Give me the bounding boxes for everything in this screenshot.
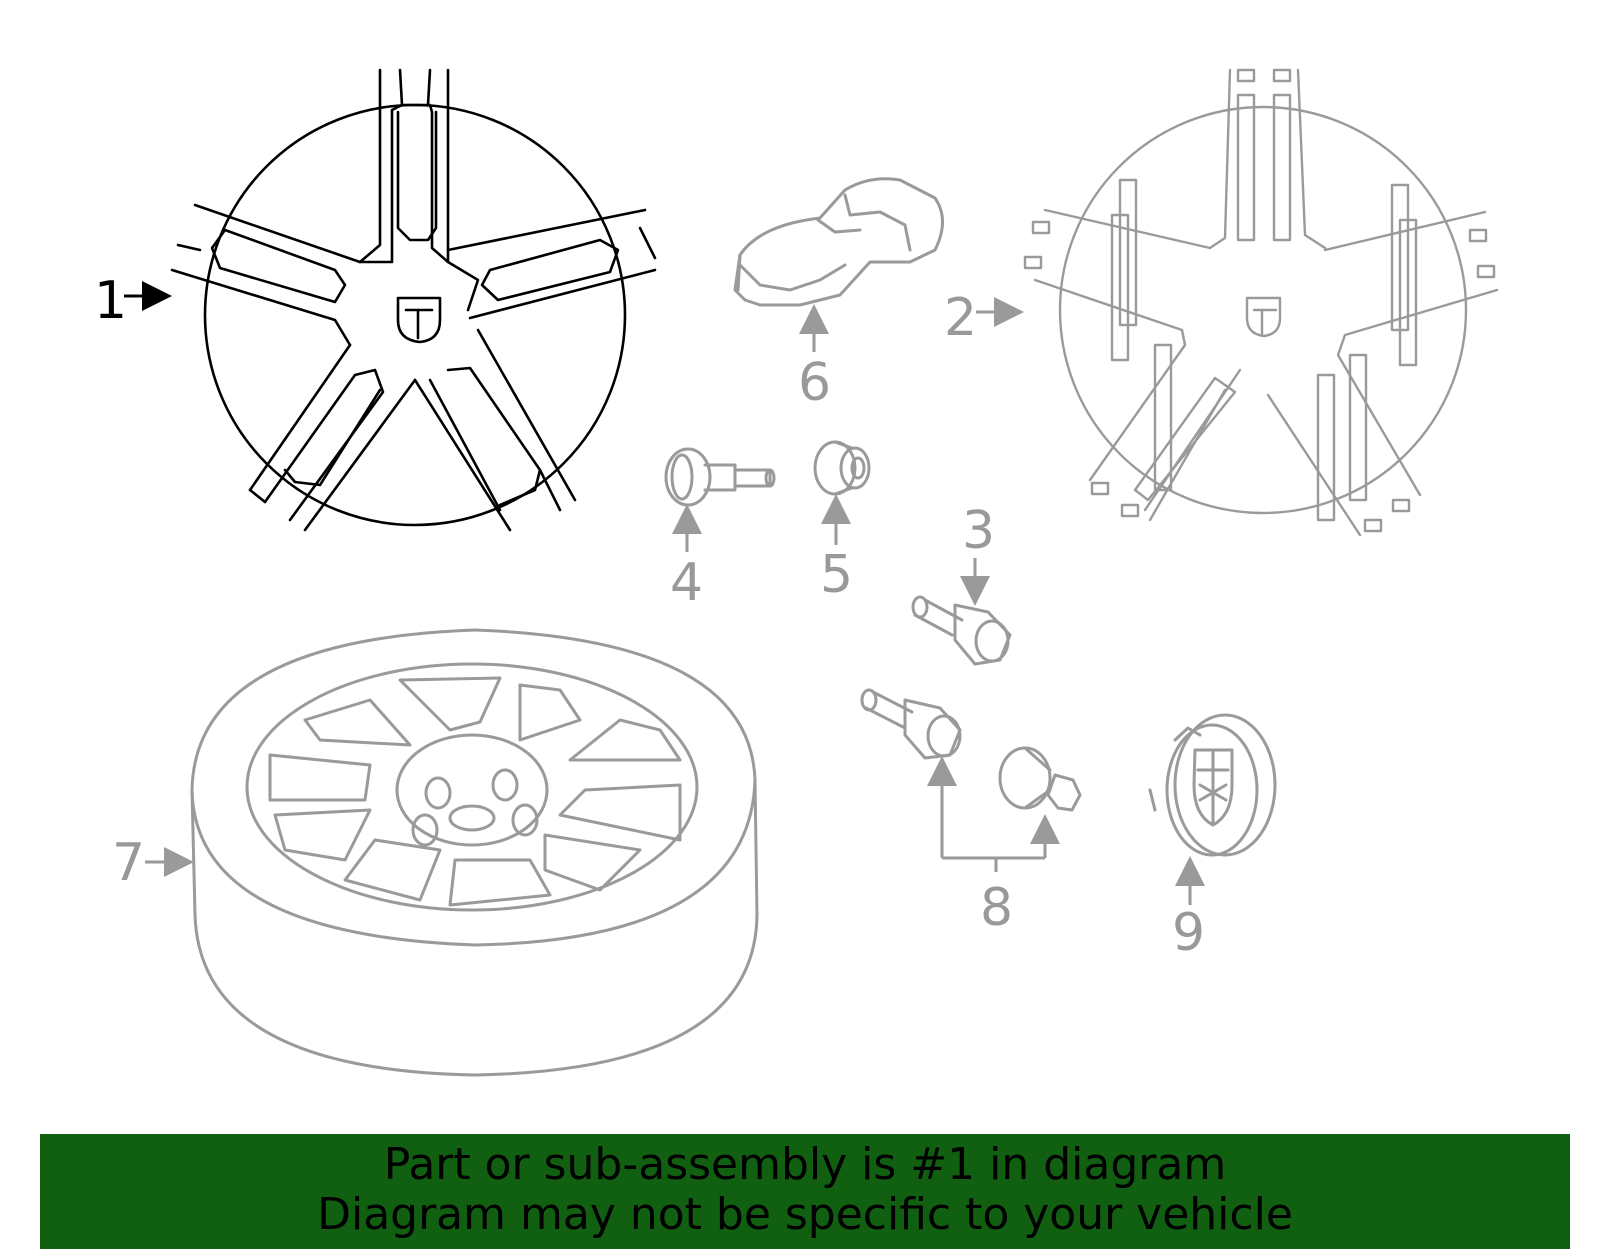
callout-8-label: 8 [980, 878, 1013, 938]
callout-1-label: 1 [94, 271, 127, 331]
tpms-sensor-part-6[interactable] [733, 177, 944, 307]
info-banner: Part or sub-assembly is #1 in diagram Di… [40, 1134, 1570, 1249]
grommet-part-5[interactable] [813, 440, 871, 496]
callout-7-label: 7 [112, 833, 145, 893]
callout-8-bracket [940, 765, 1045, 872]
callout-9-label: 9 [1172, 903, 1205, 963]
callout-2-label: 2 [944, 288, 977, 348]
lock-bolts-part-8[interactable] [860, 688, 1082, 812]
banner-line-2: Diagram may not be specific to your vehi… [317, 1189, 1293, 1240]
wheel-part-2[interactable] [1023, 68, 1499, 537]
lug-bolt-part-3[interactable] [911, 595, 1012, 666]
wheel-part-1[interactable] [170, 68, 657, 532]
center-cap-part-9[interactable] [1148, 713, 1277, 857]
banner-line-1: Part or sub-assembly is #1 in diagram [383, 1139, 1227, 1190]
valve-part-4[interactable] [664, 447, 776, 507]
tire-wheel-part-7[interactable] [190, 628, 759, 1077]
callout-3-label: 3 [962, 501, 995, 561]
callout-4-label: 4 [670, 553, 703, 613]
callout-6-label: 6 [798, 353, 831, 413]
callout-5-label: 5 [820, 545, 853, 605]
